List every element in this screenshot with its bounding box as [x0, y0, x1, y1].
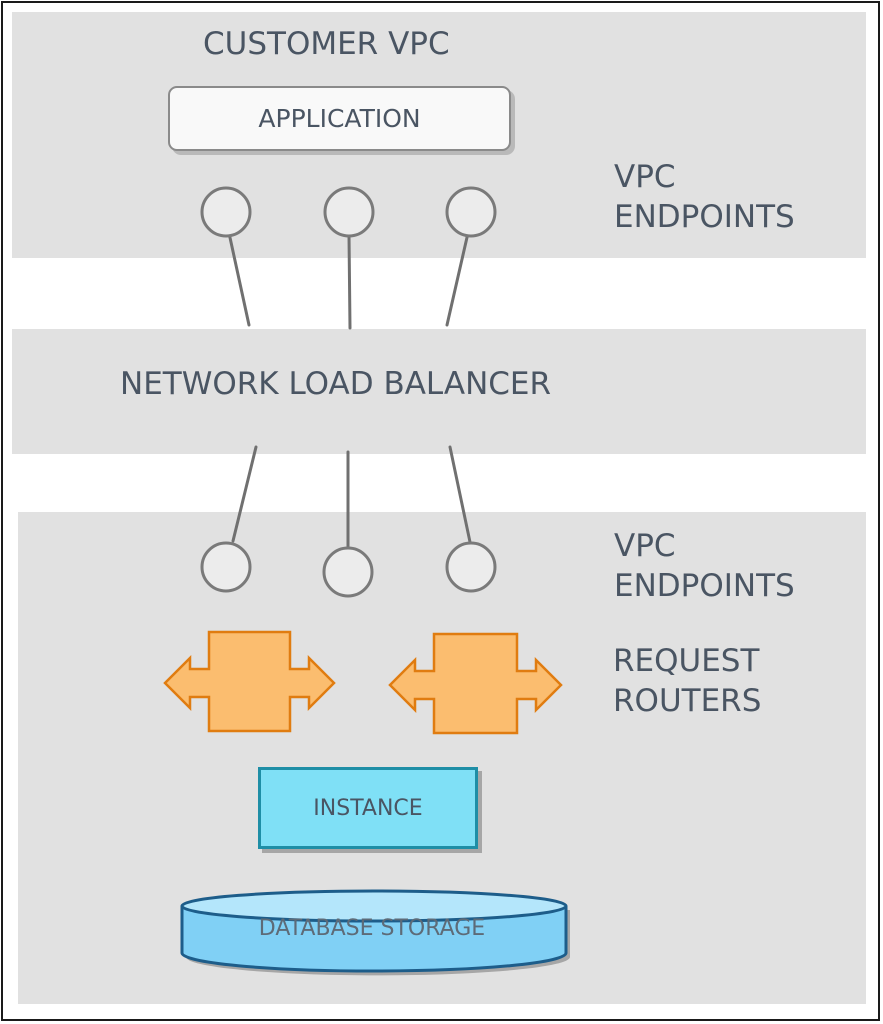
database-storage-icon — [180, 889, 570, 976]
vpc-endpoint-icon — [445, 541, 497, 593]
instance-box: INSTANCE — [258, 767, 478, 849]
label-line: VPC — [614, 159, 676, 195]
instance-label: INSTANCE — [313, 795, 423, 821]
label-line: VPC — [614, 528, 676, 564]
vpc-endpoint-icon — [323, 186, 375, 238]
network-load-balancer-panel — [12, 329, 866, 454]
connector-line — [448, 445, 472, 544]
request-router-icon — [388, 632, 563, 735]
connector-line — [347, 233, 352, 330]
vpc-endpoint-icon — [322, 546, 374, 598]
request-routers-label: REQUEST ROUTERS — [613, 641, 761, 721]
label-line: REQUEST — [613, 643, 760, 679]
bottom-connectors — [231, 445, 472, 549]
label-line: ROUTERS — [613, 683, 762, 719]
top-connectors — [227, 231, 470, 330]
vpc-endpoints-label-top: VPC ENDPOINTS — [614, 157, 795, 237]
vpc-endpoint-icon — [445, 186, 497, 238]
database-storage-label: DATABASE STORAGE — [258, 916, 486, 941]
vpc-endpoints-label-bottom: VPC ENDPOINTS — [614, 526, 795, 606]
vpc-endpoint-icon — [200, 186, 252, 238]
customer-vpc-title: CUSTOMER VPC — [203, 26, 450, 62]
label-line: ENDPOINTS — [614, 568, 795, 604]
vpc-endpoint-icon — [200, 541, 252, 593]
request-router-icon — [163, 630, 336, 733]
network-load-balancer-label: NETWORK LOAD BALANCER — [120, 366, 552, 402]
application-box: APPLICATION — [168, 86, 511, 151]
connector-line — [227, 231, 251, 327]
connector-line — [231, 445, 258, 543]
application-label: APPLICATION — [258, 104, 421, 133]
label-line: ENDPOINTS — [614, 199, 795, 235]
connector-line — [445, 231, 470, 327]
